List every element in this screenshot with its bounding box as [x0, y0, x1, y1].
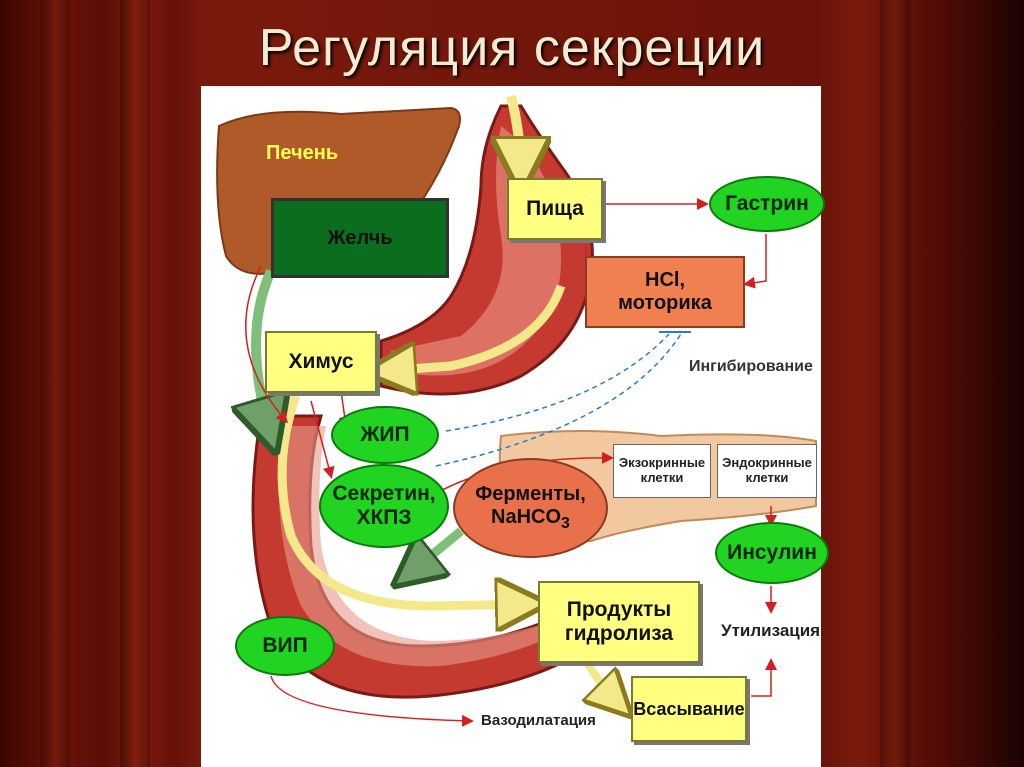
- hcl-motility-box: HCl, моторика: [585, 256, 745, 328]
- gastrin-oval: Гастрин: [709, 176, 825, 232]
- hydrolysis-products-box: Продукты гидролиза: [538, 581, 700, 663]
- enzymes-label: Ферменты,: [475, 482, 586, 505]
- chyme-box: Химус: [265, 331, 377, 393]
- inhibition-dashed-line: [445, 333, 670, 432]
- motility-label: моторика: [618, 292, 712, 314]
- food-box: Пища: [507, 178, 603, 240]
- enzymes-oval: Ферменты, NaHCO3: [453, 458, 608, 558]
- curtain-fold: [40, 0, 70, 767]
- secretin-oval: Секретин, ХКПЗ: [319, 464, 449, 548]
- chyme-secretin-arrow: [310, 400, 335, 479]
- bile-arrow: [256, 268, 271, 436]
- food-label: Пища: [526, 196, 584, 220]
- secretin-label: Секретин,: [332, 481, 436, 505]
- absorption-path-arrow: [586, 658, 621, 706]
- curtain-fold: [120, 0, 150, 767]
- absorption-loop-arrow: [751, 658, 777, 697]
- exocrine-box: Экзокринные клетки: [613, 444, 711, 498]
- intestine-inner: [278, 426, 571, 667]
- hydrolysis-label: гидролиза: [564, 622, 674, 645]
- diagram: Печень Желчь Пища Гастрин HCl, моторика …: [201, 86, 829, 767]
- liver-chyme-arrow: [245, 265, 288, 424]
- slide-title: Регуляция секреции: [258, 19, 766, 77]
- insulin-oval: Инсулин: [715, 522, 829, 584]
- gip-label: ЖИП: [360, 422, 410, 446]
- liver-label: Печень: [266, 142, 339, 164]
- exocrine-cells-label: клетки: [640, 470, 684, 485]
- bile-box: Желчь: [271, 198, 449, 278]
- insulin-label: Инсулин: [727, 540, 817, 564]
- vip-label: ВИП: [262, 633, 308, 657]
- hcl-label: HCl,: [645, 269, 685, 291]
- products-label: Продукты: [566, 597, 672, 621]
- bile-label: Желчь: [327, 226, 393, 249]
- vasodilation-label: Вазодилатация: [481, 712, 596, 729]
- absorption-box: Всасывание: [631, 676, 747, 742]
- chyme-label: Химус: [288, 349, 354, 373]
- absorption-label: Всасывание: [633, 698, 745, 719]
- inhibition-label: Ингибирование: [689, 358, 813, 375]
- vip-vasodilation-arrow: [270, 675, 474, 727]
- exocrine-label: Экзокринные: [618, 455, 706, 471]
- bicarbonate-label: NaHCO3: [491, 505, 570, 532]
- gastrin-label: Гастрин: [725, 191, 809, 215]
- cck-label: ХКПЗ: [356, 506, 412, 529]
- gastrin-hcl-arrow: [743, 234, 767, 289]
- chyme-path-arrow: [381, 284, 566, 371]
- endocrine-label: Эндокринные: [722, 455, 812, 471]
- enzymes-arrow: [406, 527, 464, 576]
- endocrine-cells-label: клетки: [745, 470, 789, 485]
- inhibition-dashed-line: [435, 333, 682, 467]
- vip-oval: ВИП: [235, 616, 335, 676]
- gip-oval: ЖИП: [331, 406, 439, 464]
- curtain-fold: [880, 0, 910, 767]
- food-path-arrow: [511, 94, 521, 176]
- endocrine-box: Эндокринные клетки: [717, 444, 817, 498]
- utilization-label: Утилизация: [721, 621, 821, 640]
